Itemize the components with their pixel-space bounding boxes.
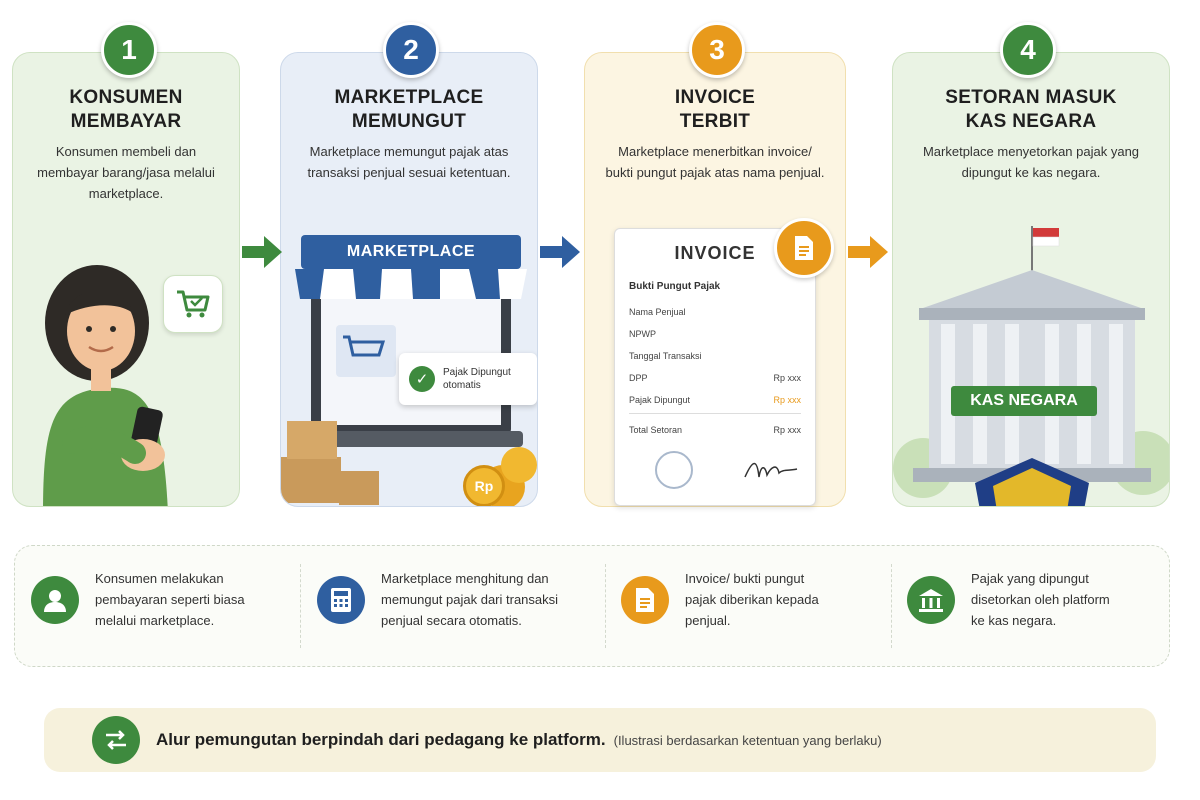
consumer-illustration — [43, 265, 168, 506]
cart-bubble — [163, 275, 223, 333]
tax-collected-popup: ✓ Pajak Dipungut otomatis — [399, 353, 537, 405]
document-icon — [795, 236, 813, 260]
footer-note: (Ilustrasi berdasarkan ketentuan yang be… — [613, 732, 882, 748]
kas-negara-sign: KAS NEGARA — [951, 386, 1097, 416]
invoice-field-npwp: NPWP — [629, 329, 656, 339]
government-building-illustration — [893, 226, 1169, 506]
step-3-number: 3 — [689, 22, 745, 78]
step-2-number: 2 — [383, 22, 439, 78]
arrow-right-icon — [242, 236, 282, 268]
popup-line-1: Pajak Dipungut — [443, 367, 511, 378]
step-3-description: Marketplace menerbitkan invoice/ bukti p… — [605, 144, 825, 180]
document-icon-badge — [774, 218, 834, 278]
invoice-field-tanggal: Tanggal Transaksi — [629, 351, 702, 361]
swap-arrows-icon — [92, 716, 140, 764]
step-2-description: Marketplace memungut pajak atas transaks… — [307, 144, 511, 180]
invoice-document: INVOICE Bukti Pungut Pajak Nama Penjual … — [614, 228, 816, 506]
invoice-heading: INVOICE — [674, 243, 756, 263]
arrow-right-icon — [848, 236, 888, 268]
step-1-number: 1 — [101, 22, 157, 78]
user-icon — [31, 576, 79, 624]
bank-icon — [907, 576, 955, 624]
shopping-cart-icon — [177, 290, 210, 318]
arrow-right-icon — [540, 236, 580, 268]
marketplace-sign: MARKETPLACE — [346, 243, 476, 260]
step-1-description: Konsumen membeli dan membayar barang/jas… — [37, 144, 215, 201]
calculator-icon — [317, 576, 365, 624]
invoice-subheading: Bukti Pungut Pajak — [629, 281, 721, 292]
rp-coin: Rp — [463, 465, 505, 506]
step-4-number: 4 — [1000, 22, 1056, 78]
footer-main-text: Alur pemungutan berpindah dari pedagang … — [156, 730, 606, 749]
footer-banner: Alur pemungutan berpindah dari pedagang … — [44, 708, 1156, 772]
check-icon: ✓ — [409, 366, 435, 392]
popup-line-2: otomatis — [443, 380, 481, 391]
step-4-description: Marketplace menyetorkan pajak yang dipun… — [922, 144, 1140, 180]
seal-icon — [655, 451, 693, 489]
signature-icon — [744, 462, 798, 478]
document-icon — [621, 576, 669, 624]
invoice-field-nama-penjual: Nama Penjual — [629, 307, 686, 317]
